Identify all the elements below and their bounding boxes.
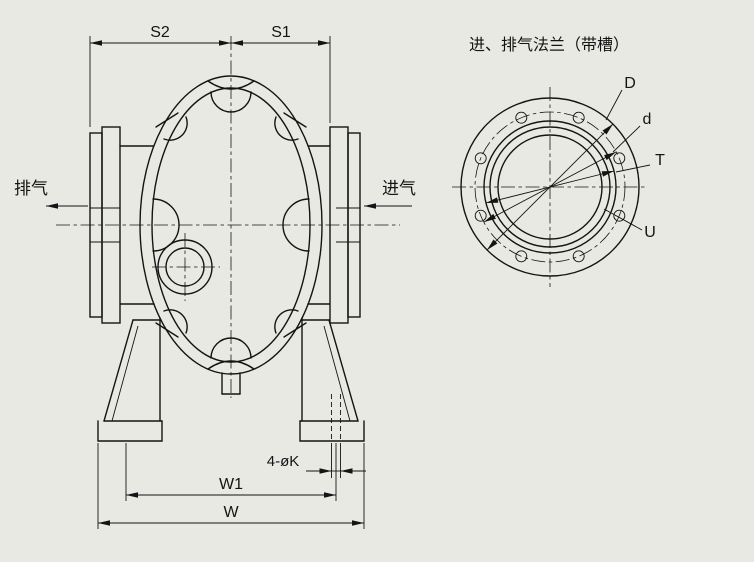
bolt-hole xyxy=(572,250,585,263)
dimension-s2-s1: S2 S1 xyxy=(89,24,331,127)
dim-D-label: D xyxy=(624,75,636,92)
dim-w-label: W xyxy=(223,504,239,521)
casing-chamfer xyxy=(155,112,179,128)
casing-chamfer xyxy=(283,112,307,128)
dim-U-label: U xyxy=(644,224,656,241)
intake-flange xyxy=(307,126,361,324)
bolt-hole xyxy=(515,111,528,124)
dimension-w1: W1 xyxy=(125,443,337,501)
casing-scallop xyxy=(163,309,188,334)
casing-top-notch xyxy=(207,80,255,90)
casing-outer-outline xyxy=(139,75,323,375)
intake-port-label: 进气 xyxy=(382,179,416,198)
casing-scallop xyxy=(274,309,299,334)
dim-s2-label: S2 xyxy=(150,24,170,41)
exhaust-flange xyxy=(89,126,155,324)
dim-w1-label: W1 xyxy=(219,476,243,493)
casing-chamfer xyxy=(283,322,307,338)
leader-d xyxy=(612,125,641,153)
pump-front-view: S2 S1 排气 进气 4-øK W1 W xyxy=(14,24,416,529)
dimension-w: W xyxy=(97,443,365,529)
dim-s1-label: S1 xyxy=(271,24,291,41)
bolt-hole xyxy=(572,111,585,124)
dim-d-label: d xyxy=(643,111,652,128)
dim-T-label: T xyxy=(655,152,665,169)
exhaust-port-label: 排气 xyxy=(14,179,48,198)
casing-top-boss xyxy=(210,91,252,113)
casing-scallop xyxy=(163,116,188,141)
bottom-boss xyxy=(221,372,241,395)
dimension-k: 4-øK xyxy=(267,443,366,478)
shaft-bore xyxy=(152,233,220,301)
bolt-hole xyxy=(515,250,528,263)
left-foot xyxy=(97,317,163,442)
casing-bottom-notch xyxy=(207,360,255,370)
casing-bottom-boss xyxy=(210,337,252,359)
leader-U xyxy=(603,208,643,231)
dim-k-label: 4-øK xyxy=(267,453,300,470)
casing-scallop xyxy=(274,116,299,141)
flange-detail-view: 进、排气法兰（带槽） D d T U xyxy=(452,36,665,287)
right-port-boss xyxy=(282,198,310,252)
flange-view-title: 进、排气法兰（带槽） xyxy=(469,36,629,54)
left-port-boss xyxy=(152,198,180,252)
casing-inner-outline xyxy=(151,87,311,363)
leader-D xyxy=(605,89,623,121)
leader-T xyxy=(615,164,651,173)
right-foot xyxy=(299,317,365,442)
diameter-line-T xyxy=(485,170,615,204)
